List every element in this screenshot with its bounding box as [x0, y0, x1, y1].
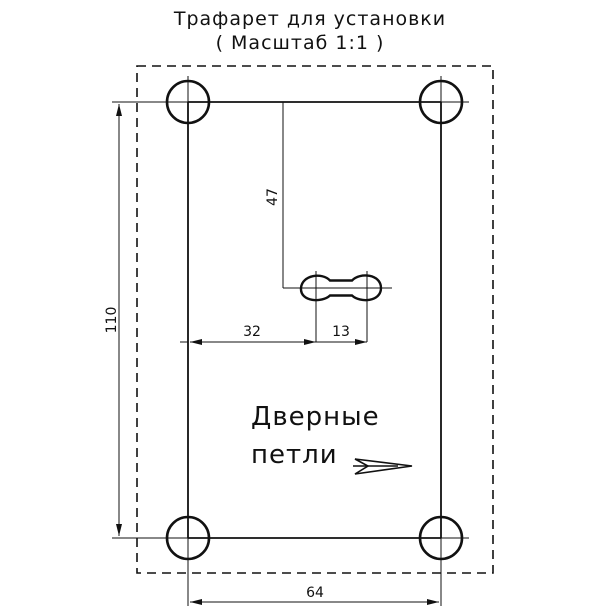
dim-13-arrow-right — [355, 339, 367, 345]
slot-dogbone — [283, 271, 392, 342]
dim-13-label: 13 — [332, 324, 350, 340]
hole-bottom-right — [413, 512, 469, 566]
dim-64-arrow-left — [190, 599, 202, 605]
hole-bottom-left — [160, 512, 216, 566]
drawing-title: Трафарет для установки — [173, 8, 446, 30]
direction-arrow-icon — [353, 458, 413, 475]
label-line-2: петли — [251, 440, 338, 470]
dim-110-arrow-top — [116, 104, 122, 116]
dim-32-arrow-left — [190, 339, 202, 345]
dim-64-label: 64 — [306, 585, 324, 601]
dim-110-arrow-bottom — [116, 524, 122, 536]
dim-64-arrow-right — [427, 599, 439, 605]
dim-47-label: 47 — [265, 188, 281, 206]
dim-32-arrow-right — [304, 339, 316, 345]
stencil-border — [136, 65, 494, 574]
label-line-1: Дверные — [251, 402, 380, 432]
hole-top-right — [413, 76, 469, 128]
drawing-subtitle: ( Масштаб 1:1 ) — [216, 32, 385, 54]
dim-110-label: 110 — [104, 307, 120, 334]
dim-32-label: 32 — [243, 324, 261, 340]
